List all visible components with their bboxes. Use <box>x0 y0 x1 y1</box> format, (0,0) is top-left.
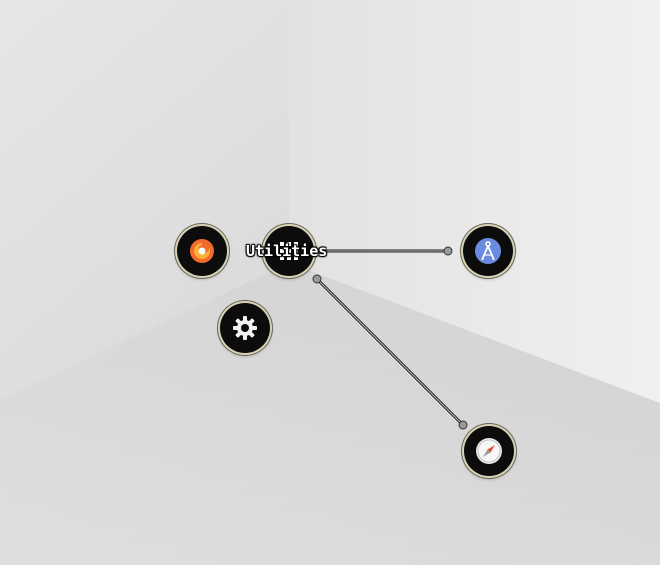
settings-node[interactable] <box>220 303 270 353</box>
safari-compass-icon <box>476 438 502 464</box>
firefox-node[interactable] <box>177 226 227 276</box>
grid-icon <box>280 242 298 260</box>
settings-gear-icon <box>233 316 257 340</box>
firefox-icon <box>190 239 214 263</box>
utilities-center-node[interactable] <box>264 226 314 276</box>
compass-drafting-icon <box>475 238 501 264</box>
safari-node[interactable] <box>464 426 514 476</box>
drafting-compass-node[interactable] <box>463 226 513 276</box>
